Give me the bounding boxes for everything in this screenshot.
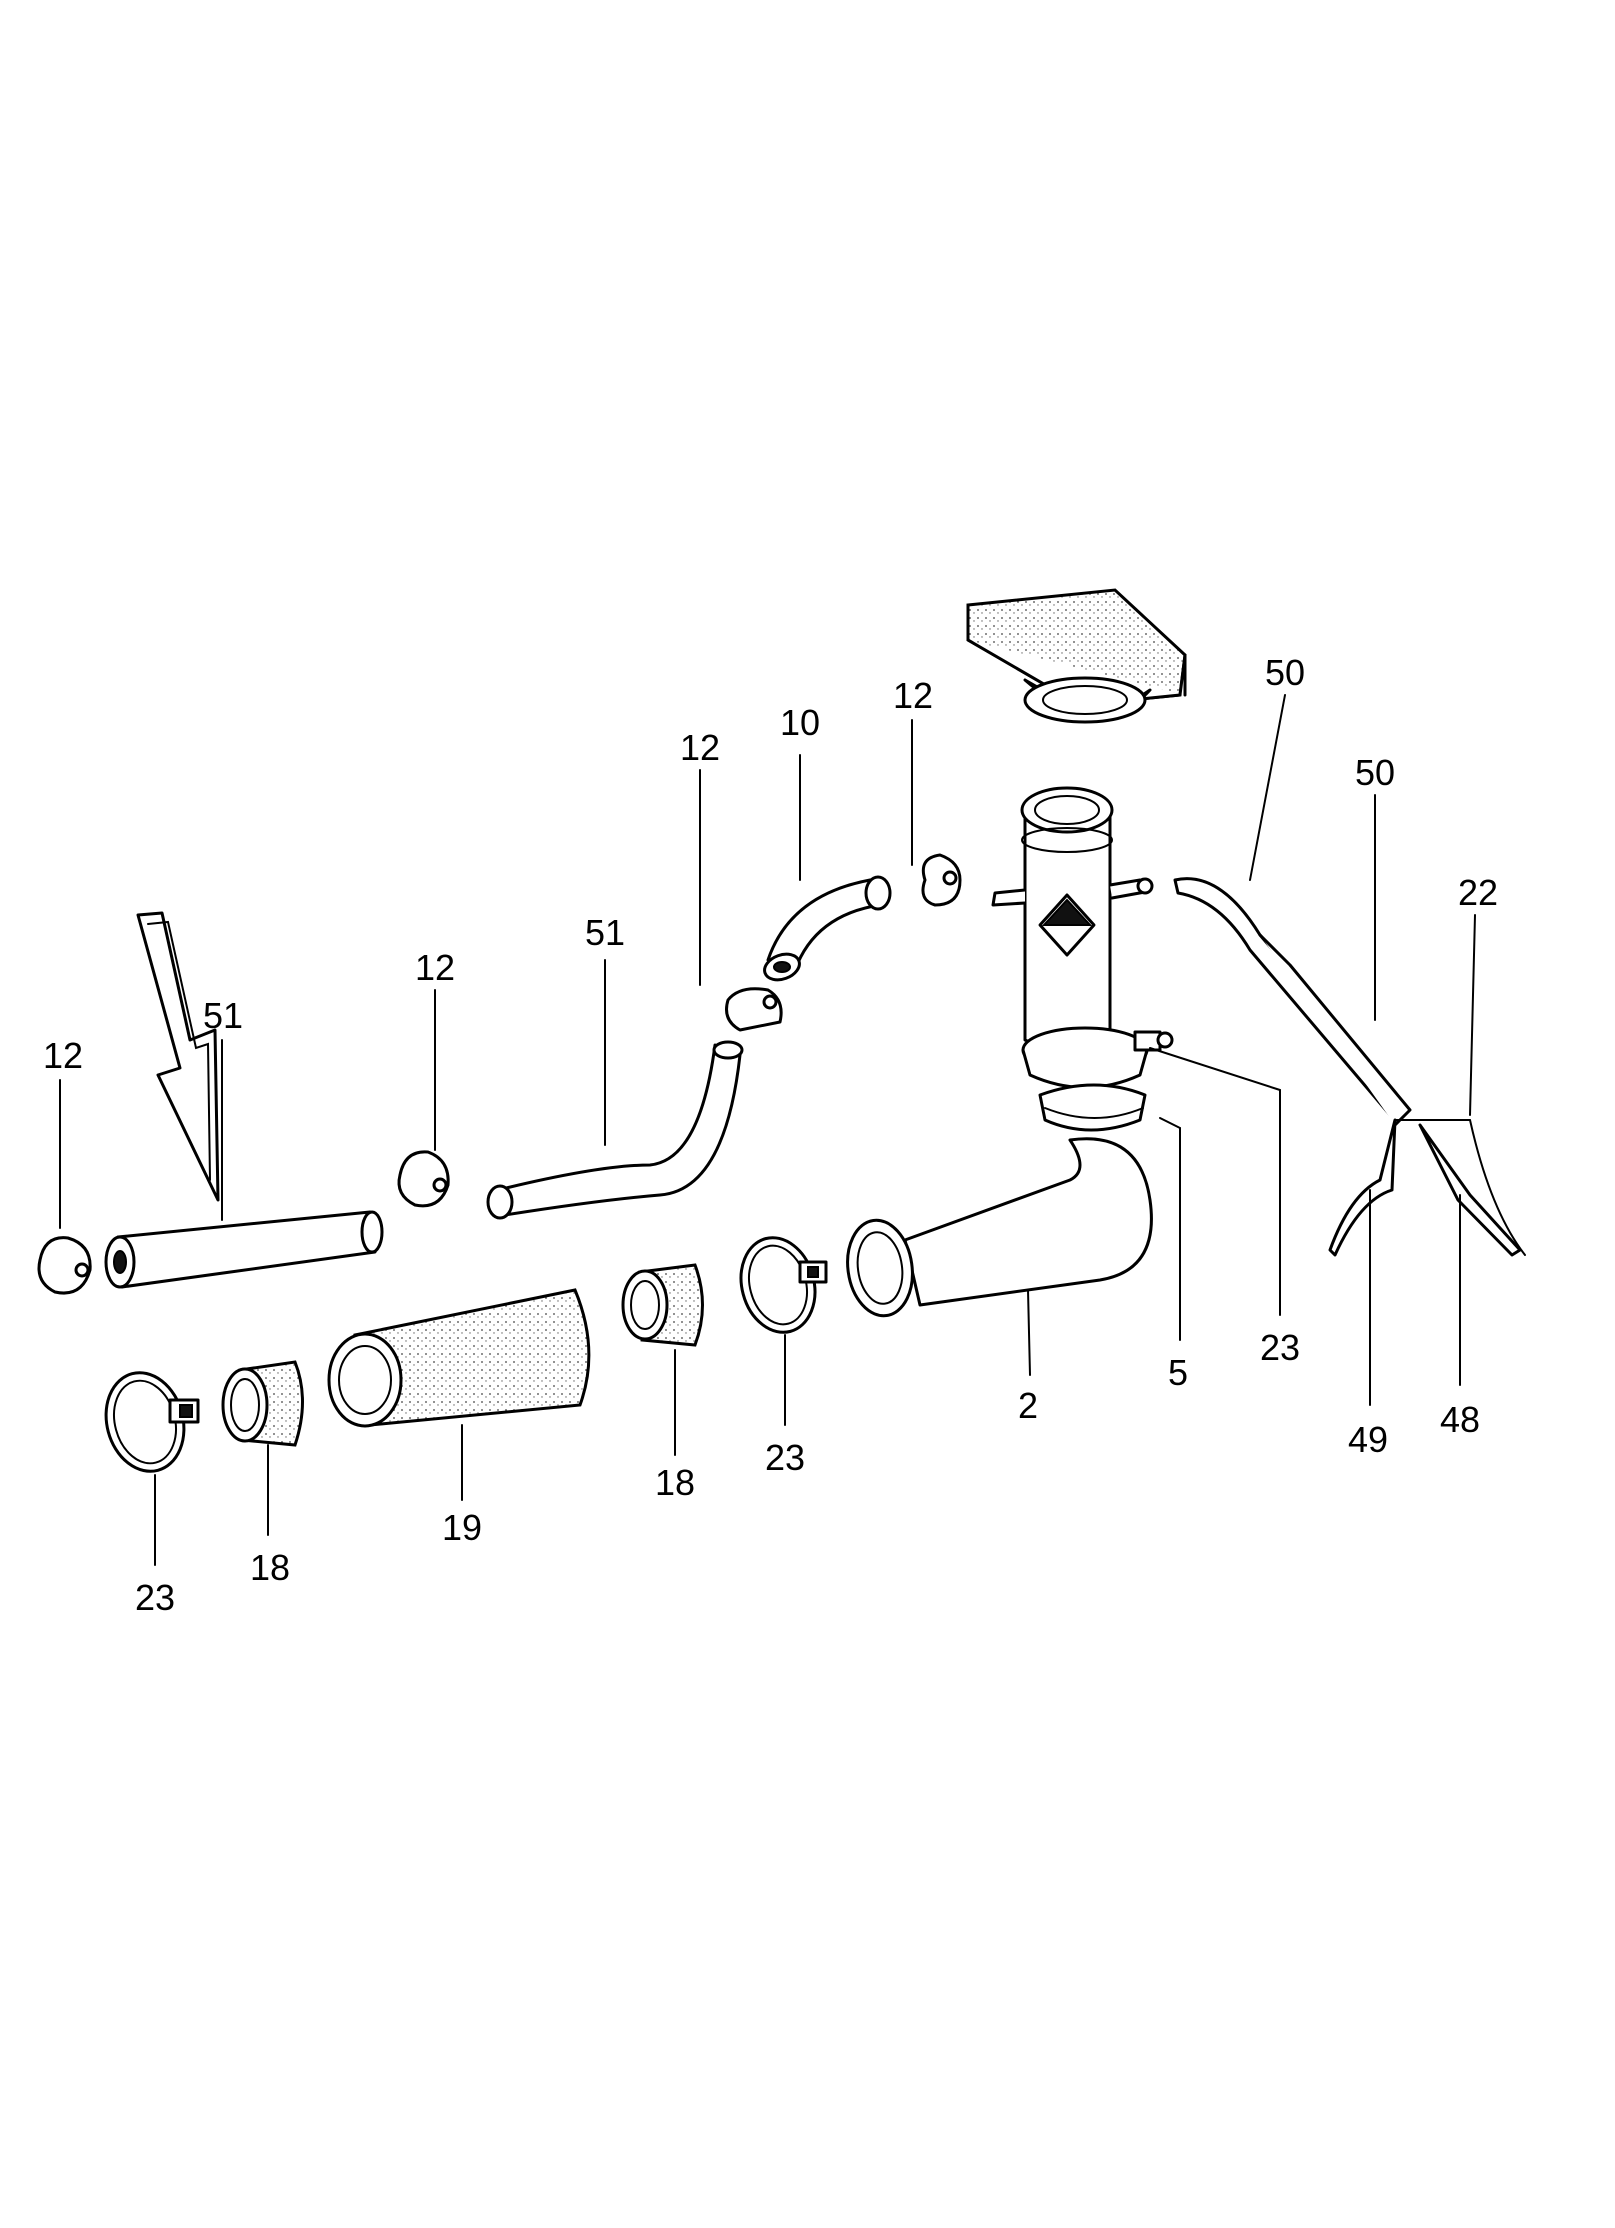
vent-hose-51-straight [104, 1210, 384, 1289]
callout-19: 19 [442, 1507, 482, 1548]
filler-hose-elbow [846, 1026, 1174, 1318]
leader-lines [59, 694, 1476, 1566]
callout-10: 10 [780, 702, 820, 743]
callout-12: 12 [415, 947, 455, 988]
hose-19 [327, 1288, 591, 1428]
clamp-23-icon [104, 1371, 200, 1473]
filler-neck [991, 786, 1154, 1052]
clamp-12-icon [397, 1150, 450, 1208]
callout-23: 23 [135, 1577, 175, 1618]
clamp-23-icon [739, 1236, 828, 1334]
callout-12: 12 [43, 1035, 83, 1076]
sleeve-18 [621, 1263, 704, 1347]
callout-23: 23 [1260, 1327, 1300, 1368]
callouts: 12 51 12 51 12 10 12 50 50 22 23 5 2 23 … [43, 652, 1498, 1618]
callout-18: 18 [250, 1547, 290, 1588]
callout-12: 12 [680, 727, 720, 768]
callout-49: 49 [1348, 1419, 1388, 1460]
callout-2: 2 [1018, 1385, 1038, 1426]
callout-51: 51 [203, 995, 243, 1036]
callout-5: 5 [1168, 1352, 1188, 1393]
clamp-12-icon [921, 853, 962, 907]
highlight-arrow-icon [136, 911, 220, 1202]
callout-23: 23 [765, 1437, 805, 1478]
callout-12: 12 [893, 675, 933, 716]
filler-flap [966, 588, 1187, 724]
callout-50: 50 [1265, 652, 1305, 693]
callout-50: 50 [1355, 752, 1395, 793]
elbow-hose-10 [763, 875, 892, 982]
sleeve-18 [221, 1360, 304, 1447]
clamp-12-icon [725, 987, 783, 1032]
callout-48: 48 [1440, 1399, 1480, 1440]
vent-hose-51-curved [486, 1040, 744, 1220]
clamp-12-icon [37, 1236, 92, 1295]
callout-51: 51 [585, 912, 625, 953]
vent-hose-assembly [1173, 877, 1526, 1257]
callout-22: 22 [1458, 872, 1498, 913]
callout-18: 18 [655, 1462, 695, 1503]
